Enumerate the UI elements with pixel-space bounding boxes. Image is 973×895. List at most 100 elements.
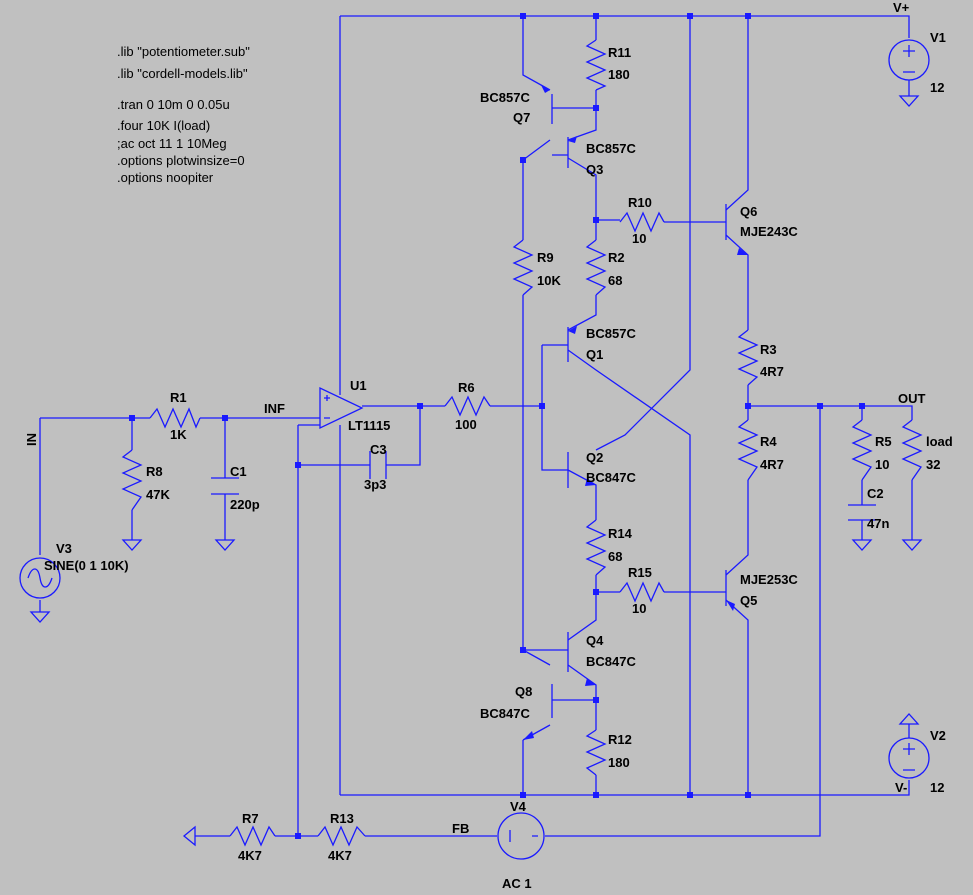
- r6-ref-label: R6: [458, 380, 475, 395]
- transistor-q3[interactable]: [552, 136, 577, 168]
- v2-ref-label: V2: [930, 728, 946, 743]
- transistor-q2[interactable]: [560, 452, 596, 488]
- r7-value-label: 4K7: [238, 848, 262, 863]
- opamp-u1[interactable]: [319, 386, 364, 430]
- r13-value-label: 4K7: [328, 848, 352, 863]
- r2-ref-label: R2: [608, 250, 625, 265]
- r3-value-label: 4R7: [760, 364, 784, 379]
- transistor-q7[interactable]: [541, 85, 553, 124]
- r9-value-label: 10K: [537, 273, 561, 288]
- transistor-q8[interactable]: [523, 684, 553, 740]
- r13-ref-label: R13: [330, 811, 354, 826]
- capacitor-c2[interactable]: [848, 504, 876, 521]
- q2-ref-label: Q2: [586, 450, 603, 465]
- r6-value-label: 100: [455, 417, 477, 432]
- directive-8: .options noopiter: [117, 170, 214, 185]
- r14-ref-label: R14: [608, 526, 633, 541]
- resistor-r15[interactable]: [619, 581, 665, 603]
- v1-ref-label: V1: [930, 30, 946, 45]
- voltage-source-v3[interactable]: [19, 557, 61, 623]
- q8-ref-label: Q8: [515, 684, 532, 699]
- resistor-r5[interactable]: [851, 419, 873, 481]
- resistor-r7[interactable]: [229, 825, 276, 847]
- q2-model-label: BC847C: [586, 470, 636, 485]
- capacitor-symbols: [211, 451, 876, 521]
- resistor-r9[interactable]: [512, 239, 534, 296]
- q1-ref-label: Q1: [586, 347, 603, 362]
- r1-value-label: 1K: [170, 427, 187, 442]
- u1-ref-label: U1: [350, 378, 367, 393]
- voltage-source-v2[interactable]: [888, 713, 930, 779]
- ground-icon: [214, 539, 236, 551]
- ground-icon: [901, 539, 923, 551]
- resistor-r10[interactable]: [619, 211, 665, 233]
- r12-value-label: 180: [608, 755, 630, 770]
- transistor-symbols: [523, 85, 748, 740]
- resistor-r3[interactable]: [737, 329, 759, 386]
- net-labels: V+ V- OUT INF FB IN: [24, 0, 926, 836]
- directive-1: .lib "potentiometer.sub": [117, 44, 250, 59]
- voltage-source-v4[interactable]: [497, 812, 545, 860]
- c1-ref-label: C1: [230, 464, 247, 479]
- resistor-r11[interactable]: [585, 39, 607, 91]
- q6-model-label: MJE243C: [740, 224, 798, 239]
- resistor-load[interactable]: [901, 419, 923, 481]
- resistor-r2[interactable]: [585, 239, 607, 296]
- resistor-r6[interactable]: [444, 395, 491, 417]
- resistor-r12[interactable]: [585, 729, 607, 776]
- v4-value-label: AC 1: [502, 876, 532, 891]
- net-label-vminus: V-: [895, 780, 907, 795]
- net-label-inf: INF: [264, 401, 285, 416]
- directive-2: .lib "cordell-models.lib": [117, 66, 248, 81]
- source-symbols: [19, 39, 930, 860]
- junctions: [129, 13, 865, 839]
- r15-ref-label: R15: [628, 565, 652, 580]
- r11-ref-label: R11: [608, 45, 631, 60]
- directive-5: .four 10K I(load): [117, 118, 210, 133]
- load-ref-label: load: [926, 434, 953, 449]
- q7-ref-label: Q7: [513, 110, 530, 125]
- ground-icon: [182, 825, 196, 847]
- q4-model-label: BC847C: [586, 654, 636, 669]
- v4-ref-label: V4: [510, 799, 527, 814]
- r9-ref-label: R9: [537, 250, 554, 265]
- q6-ref-label: Q6: [740, 204, 757, 219]
- resistor-r1[interactable]: [149, 407, 201, 429]
- r10-value-label: 10: [632, 231, 646, 246]
- ground-symbols: [121, 539, 923, 847]
- capacitor-c3[interactable]: [369, 451, 387, 479]
- resistor-r4[interactable]: [737, 419, 759, 481]
- r2-value-label: 68: [608, 273, 622, 288]
- load-value-label: 32: [926, 457, 940, 472]
- q3-ref-label: Q3: [586, 162, 603, 177]
- r4-value-label: 4R7: [760, 457, 784, 472]
- r10-ref-label: R10: [628, 195, 652, 210]
- net-label-out: OUT: [898, 391, 926, 406]
- ground-icon: [851, 539, 873, 551]
- q5-model-label: MJE253C: [740, 572, 798, 587]
- r1-ref-label: R1: [170, 390, 187, 405]
- transistor-q6[interactable]: [712, 204, 748, 255]
- transistor-q5[interactable]: [712, 570, 735, 611]
- v3-value-label: SINE(0 1 10K): [44, 558, 129, 573]
- resistor-r13[interactable]: [317, 825, 366, 847]
- r3-ref-label: R3: [760, 342, 777, 357]
- resistor-r14[interactable]: [585, 519, 607, 576]
- r4-ref-label: R4: [760, 434, 777, 449]
- directive-4: .tran 0 10m 0 0.05u: [117, 97, 230, 112]
- c2-ref-label: C2: [867, 486, 884, 501]
- c1-value-label: 220p: [230, 497, 260, 512]
- spice-directives: .lib "potentiometer.sub" .lib "cordell-m…: [117, 44, 250, 185]
- transistor-q4[interactable]: [550, 632, 596, 686]
- c3-value-label: 3p3: [364, 477, 386, 492]
- r15-value-label: 10: [632, 601, 646, 616]
- c3-ref-label: C3: [370, 442, 387, 457]
- q7-model-label: BC857C: [480, 90, 530, 105]
- v1-value-label: 12: [930, 80, 944, 95]
- resistor-r8[interactable]: [121, 449, 143, 511]
- voltage-source-v1[interactable]: [888, 39, 930, 107]
- capacitor-c1[interactable]: [211, 477, 239, 495]
- net-label-fb: FB: [452, 821, 469, 836]
- transistor-q1[interactable]: [560, 326, 577, 362]
